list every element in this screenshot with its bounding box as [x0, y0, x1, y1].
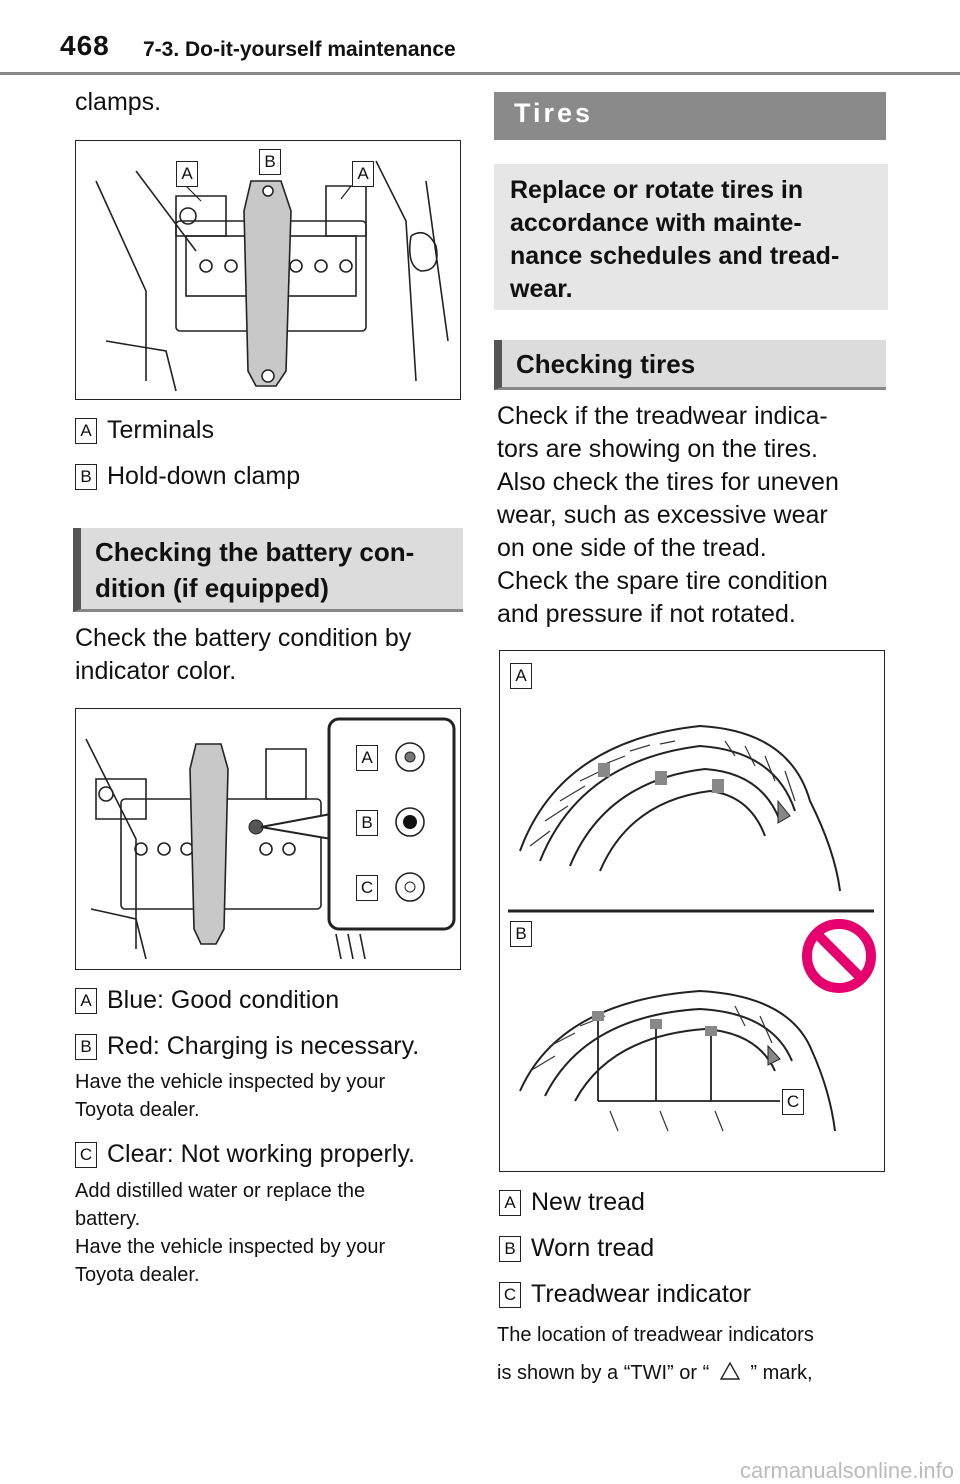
fig2-label-c: C [356, 875, 378, 901]
legend2-text-a: Blue: Good condition [107, 986, 340, 1014]
tires-note-line-2: accordance with mainte- [510, 209, 802, 237]
legend2-item-clear: C Clear: Not working properly. [75, 1140, 415, 1169]
note-clear: Add distilled water or replace the batte… [75, 1177, 385, 1289]
legend2-text-b: Red: Charging is necessary. [107, 1032, 420, 1060]
tires-para-line-6: Check the spare tire condition [497, 567, 828, 595]
tire-legend-key-a: A [499, 1189, 521, 1216]
battery-condition-paragraph: Check the battery condition by indicator… [75, 622, 411, 688]
fig1-label-a-left: A [176, 161, 198, 187]
legend1-key-a: A [75, 417, 97, 444]
note-red: Have the vehicle inspected by your Toyot… [75, 1068, 385, 1124]
legend2-key-b: B [75, 1033, 97, 1060]
tire-legend-text-b: Worn tread [531, 1234, 655, 1262]
tires-para-line-3: Also check the tires for uneven [497, 468, 839, 496]
tire-legend-indicator: C Treadwear indicator [499, 1280, 751, 1309]
tire-fig-label-a: A [510, 663, 532, 689]
para-line-1: Check the battery condition by [75, 624, 412, 652]
heading-line-1: Checking the battery con- [95, 537, 415, 567]
tires-note-line-3: nance schedules and tread- [510, 242, 840, 270]
legend2-text-c: Clear: Not working properly. [107, 1140, 415, 1168]
checking-tires-heading: Checking tires [494, 340, 886, 390]
legend1-item-clamp: B Hold-down clamp [75, 462, 300, 491]
legend2-key-c: C [75, 1141, 97, 1168]
fig2-label-a: A [356, 745, 378, 771]
legend1-text-b: Hold-down clamp [107, 462, 301, 490]
legend2-key-a: A [75, 987, 97, 1014]
checking-tires-paragraph: Check if the treadwear indica- tors are … [497, 400, 839, 631]
tire-legend-key-b: B [499, 1235, 521, 1262]
battery-clamp-figure: A B A [75, 140, 461, 400]
triangle-mark-icon [719, 1361, 741, 1380]
note-red-line-2: Toyota dealer. [75, 1099, 200, 1121]
battery-indicator-figure: A B C [75, 708, 461, 970]
tires-para-line-7: and pressure if not rotated. [497, 600, 796, 628]
fig1-label-a-right: A [352, 161, 374, 187]
fig2-label-b: B [356, 810, 378, 836]
tire-legend-worn: B Worn tread [499, 1234, 654, 1263]
fig1-label-b: B [259, 149, 281, 175]
section-title: 7-3. Do-it-yourself maintenance [143, 38, 456, 61]
heading-line-2: dition (if equipped) [95, 573, 329, 603]
note-clear-line-4: Toyota dealer. [75, 1264, 200, 1286]
twi-note: The location of treadwear indicators is … [497, 1316, 814, 1392]
legend1-text-a: Terminals [107, 416, 214, 444]
tires-note-line-1: Replace or rotate tires in [510, 176, 804, 204]
twi-note-line-1: The location of treadwear indicators [497, 1324, 814, 1346]
intro-text: clamps. [75, 88, 162, 116]
tires-note-line-4: wear. [510, 275, 573, 303]
tire-fig-label-c: C [782, 1089, 804, 1115]
note-clear-line-3: Have the vehicle inspected by your [75, 1236, 386, 1258]
legend1-item-terminals: A Terminals [75, 416, 214, 445]
note-clear-line-2: battery. [75, 1208, 141, 1230]
tire-legend-new: A New tread [499, 1188, 645, 1217]
note-red-line-1: Have the vehicle inspected by your [75, 1071, 386, 1093]
tire-legend-text-c: Treadwear indicator [531, 1280, 752, 1308]
tire-legend-key-c: C [499, 1281, 521, 1308]
battery-condition-heading: Checking the battery con- dition (if equ… [73, 528, 463, 612]
tire-illustration [508, 724, 876, 1132]
para-line-2: indicator color. [75, 657, 237, 685]
tire-legend-text-a: New tread [531, 1188, 645, 1216]
footer-watermark: carmanualsonline.info [739, 1458, 954, 1483]
tire-tread-figure: A B C [499, 650, 885, 1172]
twi-note-line-2b: ” mark, [750, 1362, 813, 1384]
tires-para-line-5: on one side of the tread. [497, 534, 767, 562]
twi-note-line-2: is shown by a “TWI” or “ ” mark, [497, 1354, 814, 1392]
tire-fig-label-b: B [510, 921, 532, 947]
battery-illustration [95, 160, 449, 392]
tires-para-line-1: Check if the treadwear indica- [497, 402, 828, 430]
tires-note-box: Replace or rotate tires in accordance wi… [494, 164, 888, 310]
note-clear-line-1: Add distilled water or replace the [75, 1180, 366, 1202]
tires-para-line-2: tors are showing on the tires. [497, 435, 818, 463]
twi-note-line-2a: is shown by a “TWI” or “ [497, 1362, 710, 1384]
legend2-item-red: B Red: Charging is necessary. [75, 1032, 419, 1061]
header-rule [0, 72, 960, 75]
legend1-key-b: B [75, 463, 97, 490]
indicator-illustration [85, 717, 456, 960]
legend2-item-blue: A Blue: Good condition [75, 986, 339, 1015]
page-number: 468 [60, 30, 110, 61]
tires-para-line-4: wear, such as excessive wear [497, 501, 828, 529]
tires-section-bar: Tires [494, 92, 886, 140]
